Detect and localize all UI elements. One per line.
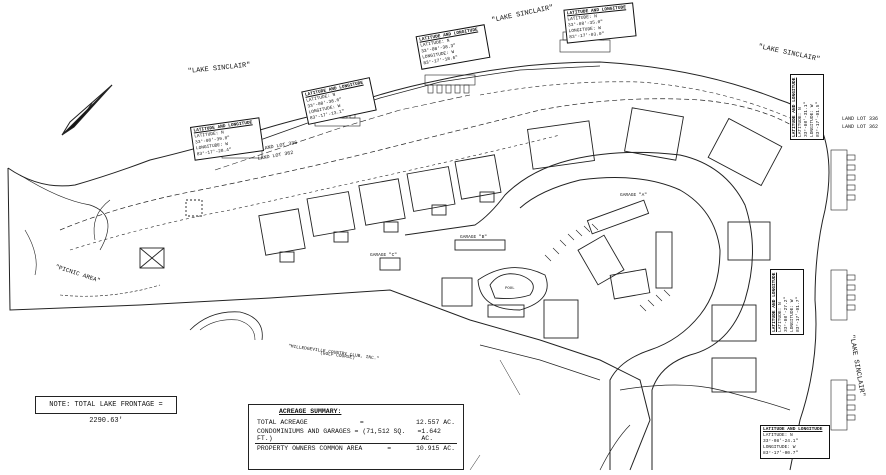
pool-label: POOL	[505, 287, 515, 291]
acreage-label: TOTAL ACREAGE	[257, 419, 308, 426]
north-arrow-icon	[61, 84, 113, 136]
condo-buildings	[139, 107, 783, 393]
garage-a-label: GARAGE "A"	[620, 192, 647, 198]
lake-label-2: "LAKE SINCLAIR"	[491, 4, 554, 25]
acreage-row: PROPERTY OWNERS COMMON AREA = 10.915 AC.	[249, 444, 463, 453]
land-lot-4: LAND LOT 362	[842, 124, 878, 130]
lake-label-3: "LAKE SINCLAIR"	[757, 43, 820, 64]
acreage-label: PROPERTY OWNERS COMMON AREA	[257, 445, 363, 452]
land-lot-3: LAND LOT 336	[842, 116, 878, 122]
lat-long-title: LATITUDE AND LONGITUDE	[763, 427, 823, 432]
property-boundary	[7, 61, 830, 471]
latitude-value: LATITUDE: N 33°-08'-31.1"	[798, 101, 809, 137]
acreage-row: CONDOMINIUMS AND GARAGES = (71,512 SQ. F…	[249, 427, 463, 443]
lake-label-1: "LAKE SINCLAIR"	[187, 61, 251, 76]
acreage-divider	[255, 443, 457, 444]
acreage-eq: =	[417, 428, 422, 435]
acreage-value: 10.915 AC.	[415, 445, 455, 452]
acreage-value: 12.557 AC.	[415, 419, 455, 426]
access-road	[404, 151, 753, 470]
acreage-row: TOTAL ACREAGE = 12.557 AC.	[249, 418, 463, 427]
longitude-value: LONGITUDE: W 83°-17'-00.7"	[763, 445, 799, 456]
lat-long-box: LATITUDE AND LONGITUDE LATITUDE: N 33°-0…	[770, 269, 804, 335]
acreage-label: CONDOMINIUMS AND GARAGES = (71,512 SQ. F…	[257, 428, 406, 442]
lat-long-box: LATITUDE AND LONGITUDE LATITUDE: N 33°-0…	[563, 2, 637, 44]
acreage-eq: =	[359, 419, 364, 426]
country-club-sub: (GOLF COURSE)	[320, 350, 356, 361]
lat-long-box: LATITUDE AND LONGITUDE LATITUDE: N 33°-0…	[790, 74, 824, 140]
lake-frontage-note: NOTE: TOTAL LAKE FRONTAGE = 2290.63'	[35, 396, 177, 425]
lake-label-4: "LAKE SINCLAIR"	[847, 334, 866, 397]
acreage-heading: ACREAGE SUMMARY:	[279, 408, 342, 415]
lat-long-box: LATITUDE AND LONGITUDE LATITUDE: N 33°-0…	[760, 425, 830, 459]
longitude-value: LONGITUDE: W 83°-17'-01.7"	[790, 296, 801, 332]
acreage-value: 1.642 AC.	[421, 428, 441, 442]
acreage-eq: =	[387, 445, 392, 452]
acreage-summary: ACREAGE SUMMARY: TOTAL ACREAGE = 12.557 …	[248, 404, 464, 470]
garage-c-label: GARAGE "C"	[370, 252, 397, 258]
latitude-value: LATITUDE: N 33°-08'-27.2"	[778, 296, 789, 332]
garage-b-label: GARAGE "B"	[460, 234, 487, 240]
latitude-value: LATITUDE: N 33°-08'-24.1"	[763, 433, 799, 444]
picnic-label: "PICNIC AREA"	[54, 263, 101, 284]
longitude-value: LONGITUDE: W 83°-17'-01.5"	[810, 101, 821, 137]
